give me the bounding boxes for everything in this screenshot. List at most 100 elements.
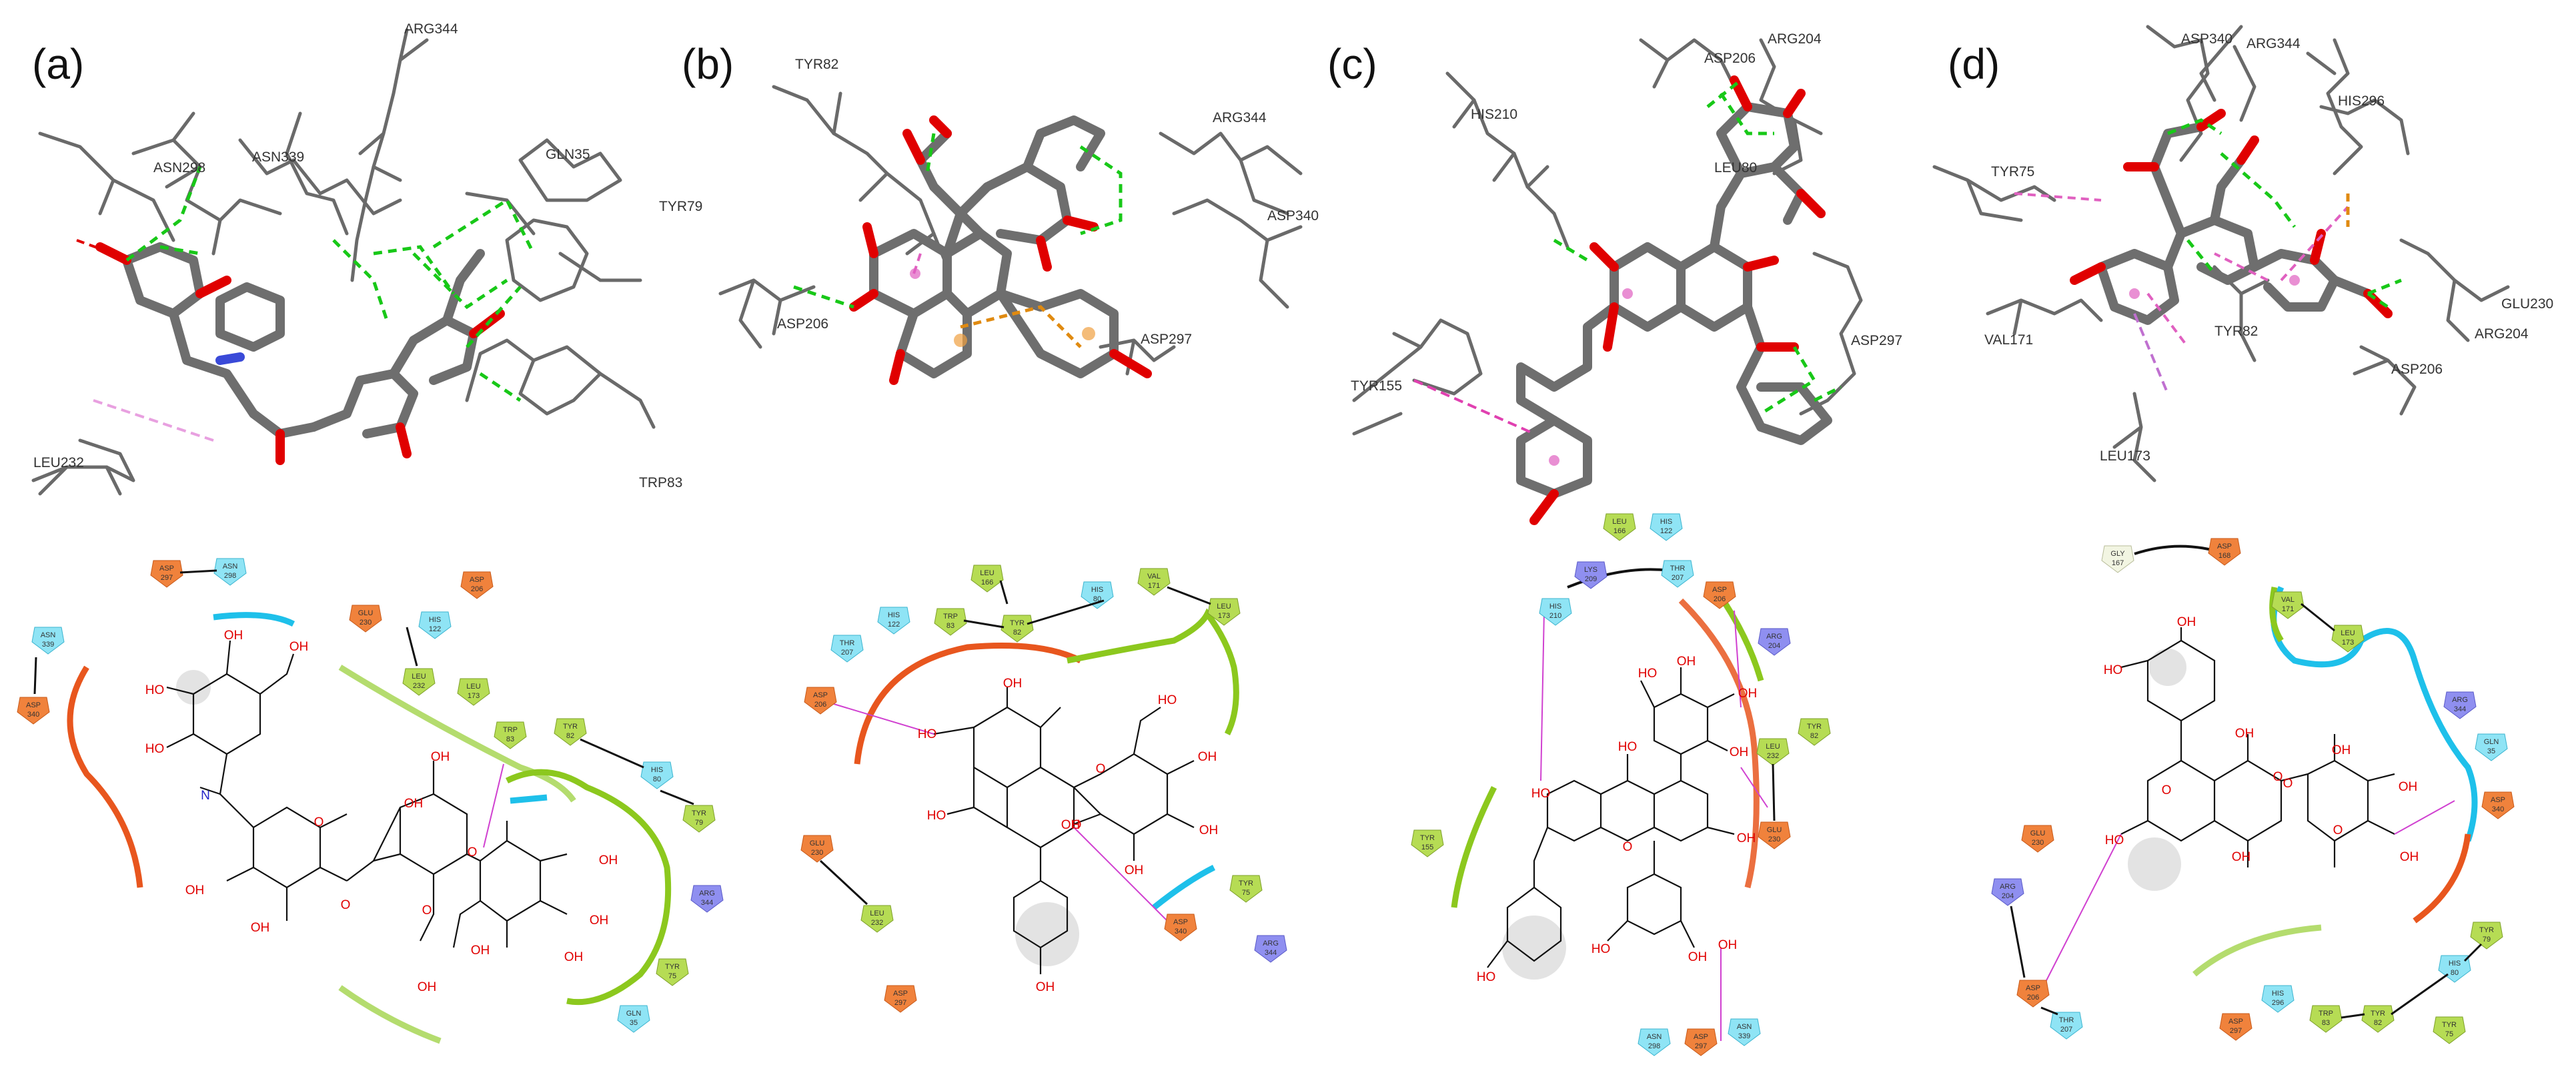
chip-arg204: ARG204 [1991,878,2024,906]
label-arg344: ARG344 [2246,36,2301,51]
chip-his210: HIS210 [1539,598,1572,626]
svg-text:HIS: HIS [2272,990,2284,998]
atom-ho-d1: HO [2104,663,2123,677]
label-leu232: LEU232 [33,455,84,470]
svg-text:166: 166 [981,579,993,587]
svg-text:ARG: ARG [699,889,715,897]
svg-text:296: 296 [2272,999,2284,1007]
svg-text:ARG: ARG [1263,940,1279,948]
chip-asp206: ASP206 [460,571,494,599]
svg-text:230: 230 [1768,835,1780,843]
svg-text:TRP: TRP [943,613,958,621]
chip-arg344: ARG344 [2443,691,2477,719]
svg-text:TYR: TYR [692,809,706,817]
svg-text:TYR: TYR [2371,1010,2385,1018]
svg-text:206: 206 [2027,994,2039,1002]
chip-leu232: LEU232 [860,905,894,933]
svg-text:TYR: TYR [665,963,680,971]
chip-leu173: LEU173 [1207,598,1241,626]
atom-oh-c5: OH [1688,950,1708,964]
svg-text:82: 82 [1013,629,1021,637]
atom-oh-b3: OH [1198,750,1217,764]
pocket-arc-acidic [67,665,143,888]
atom-oh-d2: OH [2332,743,2351,757]
svg-text:ASP: ASP [159,565,174,573]
pocket-arc-acidic [854,643,1083,765]
svg-text:ASP: ASP [1712,586,1727,594]
svg-text:204: 204 [1768,642,1780,650]
chip-asp206: ASP206 [1703,581,1736,609]
svg-text:232: 232 [413,682,425,690]
label-gln35: GLN35 [546,147,590,162]
svg-text:79: 79 [2483,936,2491,944]
chip-glu230: GLU230 [2021,825,2054,853]
pocket-arc-polar [2271,586,2478,842]
atom-oh-c3: OH [1730,745,1749,759]
atom-oh-10: OH [564,950,584,964]
svg-text:ASP: ASP [2217,543,2232,551]
panel-c-2d-diagram: HO OH OH OH HO HO O OH HO HO OH OH LEU16… [1411,513,1831,1056]
svg-text:VAL: VAL [2281,596,2295,604]
chip-tyr75: TYR75 [2433,1016,2466,1044]
chip-tyr75: TYR75 [656,958,689,986]
chip-gln35: GLN35 [617,1005,650,1033]
label-leu80: LEU80 [1714,160,1757,175]
svg-text:166: 166 [1614,527,1626,535]
atom-oh-c1: OH [1677,655,1696,669]
atom-oh-b1: OH [1003,677,1023,691]
chip-asp297: ASP297 [1684,1028,1718,1056]
chip-glu230: GLU230 [349,605,382,633]
svg-text:LEU: LEU [412,673,426,681]
label-tyr82: TYR82 [2214,324,2258,339]
svg-text:GLU: GLU [810,839,825,847]
label-asp206: ASP206 [1704,51,1756,66]
svg-text:ASP: ASP [893,990,908,998]
atom-oh-6: OH [431,750,450,764]
chip-tyr82: TYR82 [1798,718,1831,746]
chip-leu173: LEU173 [457,678,490,706]
atom-ho-c4: HO [1477,970,1496,984]
svg-text:82: 82 [1810,732,1818,740]
label-his296: HIS296 [2338,93,2385,109]
panel-d-3d-view: ASP340 ARG344 HIS296 TYR75 VAL171 TYR82 … [1932,25,2553,482]
svg-text:TRP: TRP [503,726,518,734]
label-tyr82: TYR82 [795,57,838,72]
svg-text:LEU: LEU [1612,518,1626,526]
atom-oh-c4: OH [1737,831,1756,845]
atom-oh-8: OH [599,853,618,867]
svg-text:82: 82 [566,732,574,740]
svg-text:ASP: ASP [470,576,484,584]
svg-text:297: 297 [161,574,173,582]
interactions-c [1413,79,1842,466]
label-glu230: GLU230 [2501,296,2553,312]
ligand-sticks [1516,75,1832,525]
svg-text:ASP: ASP [2228,1018,2243,1026]
svg-text:TYR: TYR [1420,834,1435,842]
svg-text:83: 83 [946,622,954,630]
pocket-arc-hydrophobic-2 [505,769,672,1006]
svg-text:35: 35 [2487,747,2495,755]
svg-text:ASP: ASP [2026,984,2040,992]
pocket-arc-hydrophobic-3 [338,985,442,1044]
svg-text:83: 83 [506,735,514,743]
svg-text:ARG: ARG [1766,633,1782,641]
atom-oh-3: OH [185,883,205,897]
label-arg344: ARG344 [404,21,458,37]
label-his210: HIS210 [1471,107,1517,122]
atom-o-d4: O [2333,823,2343,837]
label-tyr79: TYR79 [659,199,702,214]
protein-residue-sticks [1932,25,2510,482]
atom-o-d2: O [2283,777,2293,791]
svg-text:GLN: GLN [626,1010,642,1018]
ligand-2d-structure: OH OH HO HO N O OH OH O OH OH O OH O OH … [145,629,618,994]
svg-text:339: 339 [42,641,54,649]
svg-text:LEU: LEU [1766,743,1780,751]
svg-text:230: 230 [2032,839,2044,847]
chip-tyr82: TYR82 [2361,1005,2395,1033]
chip-asp206: ASP206 [804,687,837,715]
atom-o-d3: O [2273,770,2283,784]
svg-text:340: 340 [1175,928,1187,936]
